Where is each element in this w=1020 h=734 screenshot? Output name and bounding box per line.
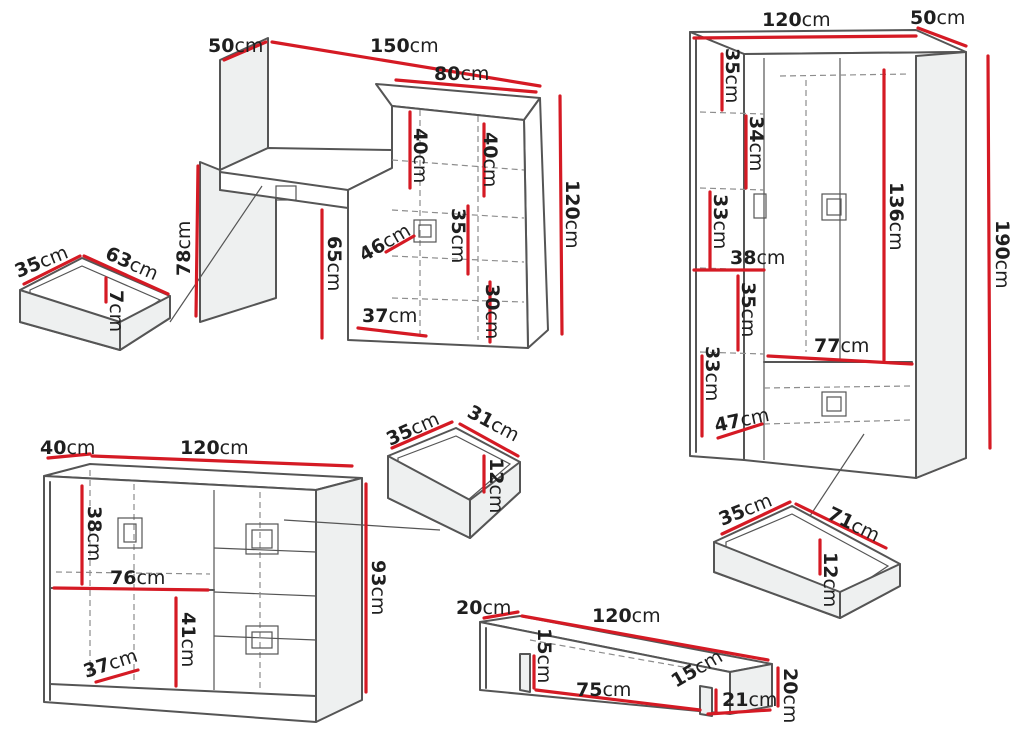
wardrobe-left-handle — [753, 193, 767, 219]
desk-width-label: 150cm — [370, 35, 439, 57]
wall-shelf-right-divider — [699, 685, 713, 717]
desk-drawing: 50cm 150cm 80cm 120cm 78cm 40cm 40cm 35c… — [12, 35, 583, 351]
wall-shelf-width-label: 120cm — [592, 605, 661, 627]
wardrobe-right-side — [915, 51, 967, 479]
chest-depth-label: 40cm — [40, 437, 95, 459]
wardrobe-height-label: 190cm — [991, 220, 1013, 289]
wardrobe-hanging-height-label: 136cm — [885, 182, 907, 251]
chest-drawing: 40cm 120cm 93cm 38cm 76cm 41cm 37cm 35cm… — [40, 401, 523, 723]
wardrobe-bottom-width-label: 47cm — [712, 404, 771, 437]
chest-drawer-2-handle — [245, 625, 279, 655]
wall-shelf-depth-label: 20cm — [456, 597, 511, 619]
chest-height-label: 93cm — [367, 560, 389, 615]
wardrobe-drawer-handle — [821, 391, 847, 417]
chest-width-label: 120cm — [180, 437, 249, 459]
chest-top-shelf-label: 38cm — [83, 506, 105, 561]
chest-lower-height-label: 41cm — [177, 612, 199, 667]
chest-inner-width-label: 76cm — [110, 567, 165, 589]
desk-height-label: 78cm — [173, 221, 195, 276]
wall-shelf-middle-width-label: 75cm — [576, 679, 631, 701]
wardrobe-door-handle — [821, 193, 847, 221]
chest-drawer-1-handle — [245, 523, 279, 555]
wardrobe-top-shelf-label: 35cm — [721, 48, 743, 103]
hutch-door-handle — [413, 219, 437, 243]
wardrobe-shelf-5-label: 33cm — [701, 346, 723, 401]
wardrobe-drawing: 120cm 50cm 190cm 35cm 34cm 33cm 38cm 35c… — [689, 7, 1013, 619]
hutch-shelf-4-label: 30cm — [481, 284, 503, 339]
hutch-inner-width-label: 37cm — [362, 305, 417, 327]
wall-shelf-side — [729, 663, 773, 715]
wardrobe-inner-width-label: 77cm — [814, 335, 869, 357]
wall-shelf-left-divider — [519, 653, 531, 693]
hutch-width-label: 80cm — [434, 63, 489, 85]
wardrobe-depth-label: 50cm — [910, 7, 965, 29]
desk-knee-height-label: 65cm — [323, 236, 345, 291]
desk-drawer-height-label: 7cm — [105, 290, 127, 332]
wardrobe-shelf-4-label: 35cm — [737, 282, 759, 337]
chest-side — [315, 477, 363, 723]
wardrobe-shelf-2-label: 34cm — [745, 116, 767, 171]
hutch-shelf-3-label: 35cm — [447, 208, 469, 263]
wall-shelf-right-width-label: 21cm — [722, 689, 777, 711]
hutch-height-label: 120cm — [561, 180, 583, 249]
hutch-shelf-1-label: 40cm — [409, 128, 431, 183]
wall-shelf-left-height-label: 15cm — [533, 628, 555, 683]
hutch-shelf-2-label: 40cm — [479, 132, 501, 187]
wardrobe-drawer-height-label: 12cm — [819, 552, 841, 607]
desk-drawer-handle — [275, 185, 297, 201]
wardrobe-shelf-3-label: 33cm — [709, 194, 731, 249]
desk-depth-label: 50cm — [208, 35, 263, 57]
wall-shelf-drawing: 20cm 120cm 20cm 15cm 75cm 15cm 21cm — [456, 597, 801, 723]
chest-door-handle — [117, 517, 143, 549]
wall-shelf-height-label: 20cm — [779, 668, 801, 723]
wardrobe-width-label: 120cm — [762, 9, 831, 31]
wardrobe-shelf-width-label: 38cm — [730, 247, 785, 269]
chest-drawer-height-label: 12cm — [485, 458, 507, 513]
